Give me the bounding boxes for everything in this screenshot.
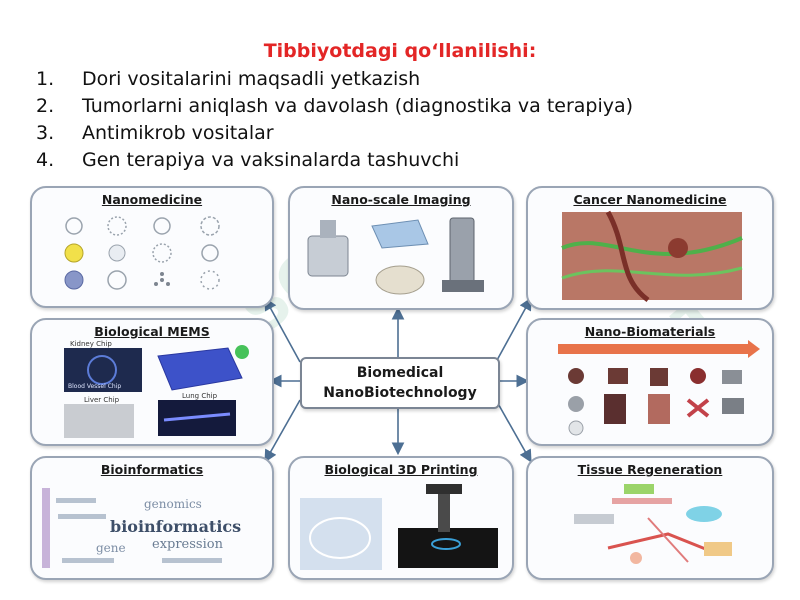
- microscope-equipment-illustration: [307, 217, 484, 295]
- word-bioinformatics: bioinformatics: [110, 517, 241, 536]
- word-cloud-illustration: genomics bioinformatics expression gene: [42, 488, 241, 568]
- liver-chip-label: Liver Chip: [84, 396, 120, 404]
- arrow-to-nanomedicine: [264, 297, 301, 363]
- tumor-vasculature-illustration: [561, 210, 743, 303]
- panel-nano-scale-imaging: Nano-scale Imaging: [288, 186, 514, 310]
- arrow-to-bioinformatics: [264, 399, 301, 463]
- kidney-chip-label: Kidney Chip: [70, 340, 112, 348]
- panel-biological-mems: Biological MEMS Kidney Chip Blood Vessel…: [30, 318, 274, 446]
- list-item: 4.Gen terapiya va vaksinalarda tashuvchi: [36, 149, 460, 171]
- center-node: Biomedical NanoBiotechnology: [300, 357, 500, 409]
- section-heading: Tibbiyotdagi qo‘llanilishi:: [263, 40, 537, 62]
- word-expression: expression: [152, 537, 224, 552]
- tissue-regeneration-illustration: [574, 484, 732, 564]
- panel-bioinformatics: Bioinformatics genomics bioinformatics e…: [30, 456, 274, 580]
- blood-vessel-chip-label: Blood Vessel Chip: [68, 383, 121, 390]
- bioprinter-illustration: [300, 484, 498, 570]
- panel-nano-biomaterials: Nano-Biomaterials: [526, 318, 774, 446]
- list-item: 3.Antimikrob vositalar: [36, 122, 274, 144]
- organ-chips-illustration: Kidney Chip Blood Vessel Chip Liver Chip…: [64, 340, 249, 438]
- nanoparticles-illustration: [64, 216, 220, 290]
- applications-list: 1.Dori vositalarini maqsadli yetkazish 2…: [36, 66, 633, 174]
- lung-chip-label: Lung Chip: [182, 392, 218, 400]
- biomaterials-illustration: [558, 340, 760, 436]
- list-item: 1.Dori vositalarini maqsadli yetkazish: [36, 68, 421, 90]
- word-gene: gene: [96, 541, 126, 555]
- list-item: 2.Tumorlarni aniqlash va davolash (diagn…: [36, 95, 634, 117]
- word-genomics: genomics: [144, 497, 202, 511]
- arrow-to-tissue: [495, 399, 532, 463]
- panel-tissue-regeneration: Tissue Regeneration: [526, 456, 774, 580]
- panel-nanomedicine: Nanomedicine: [30, 186, 274, 308]
- panel-biological-3d-printing: Biological 3D Printing: [288, 456, 514, 580]
- panel-cancer-nanomedicine: Cancer Nanomedicine: [526, 186, 774, 310]
- arrow-to-cancer: [495, 297, 532, 363]
